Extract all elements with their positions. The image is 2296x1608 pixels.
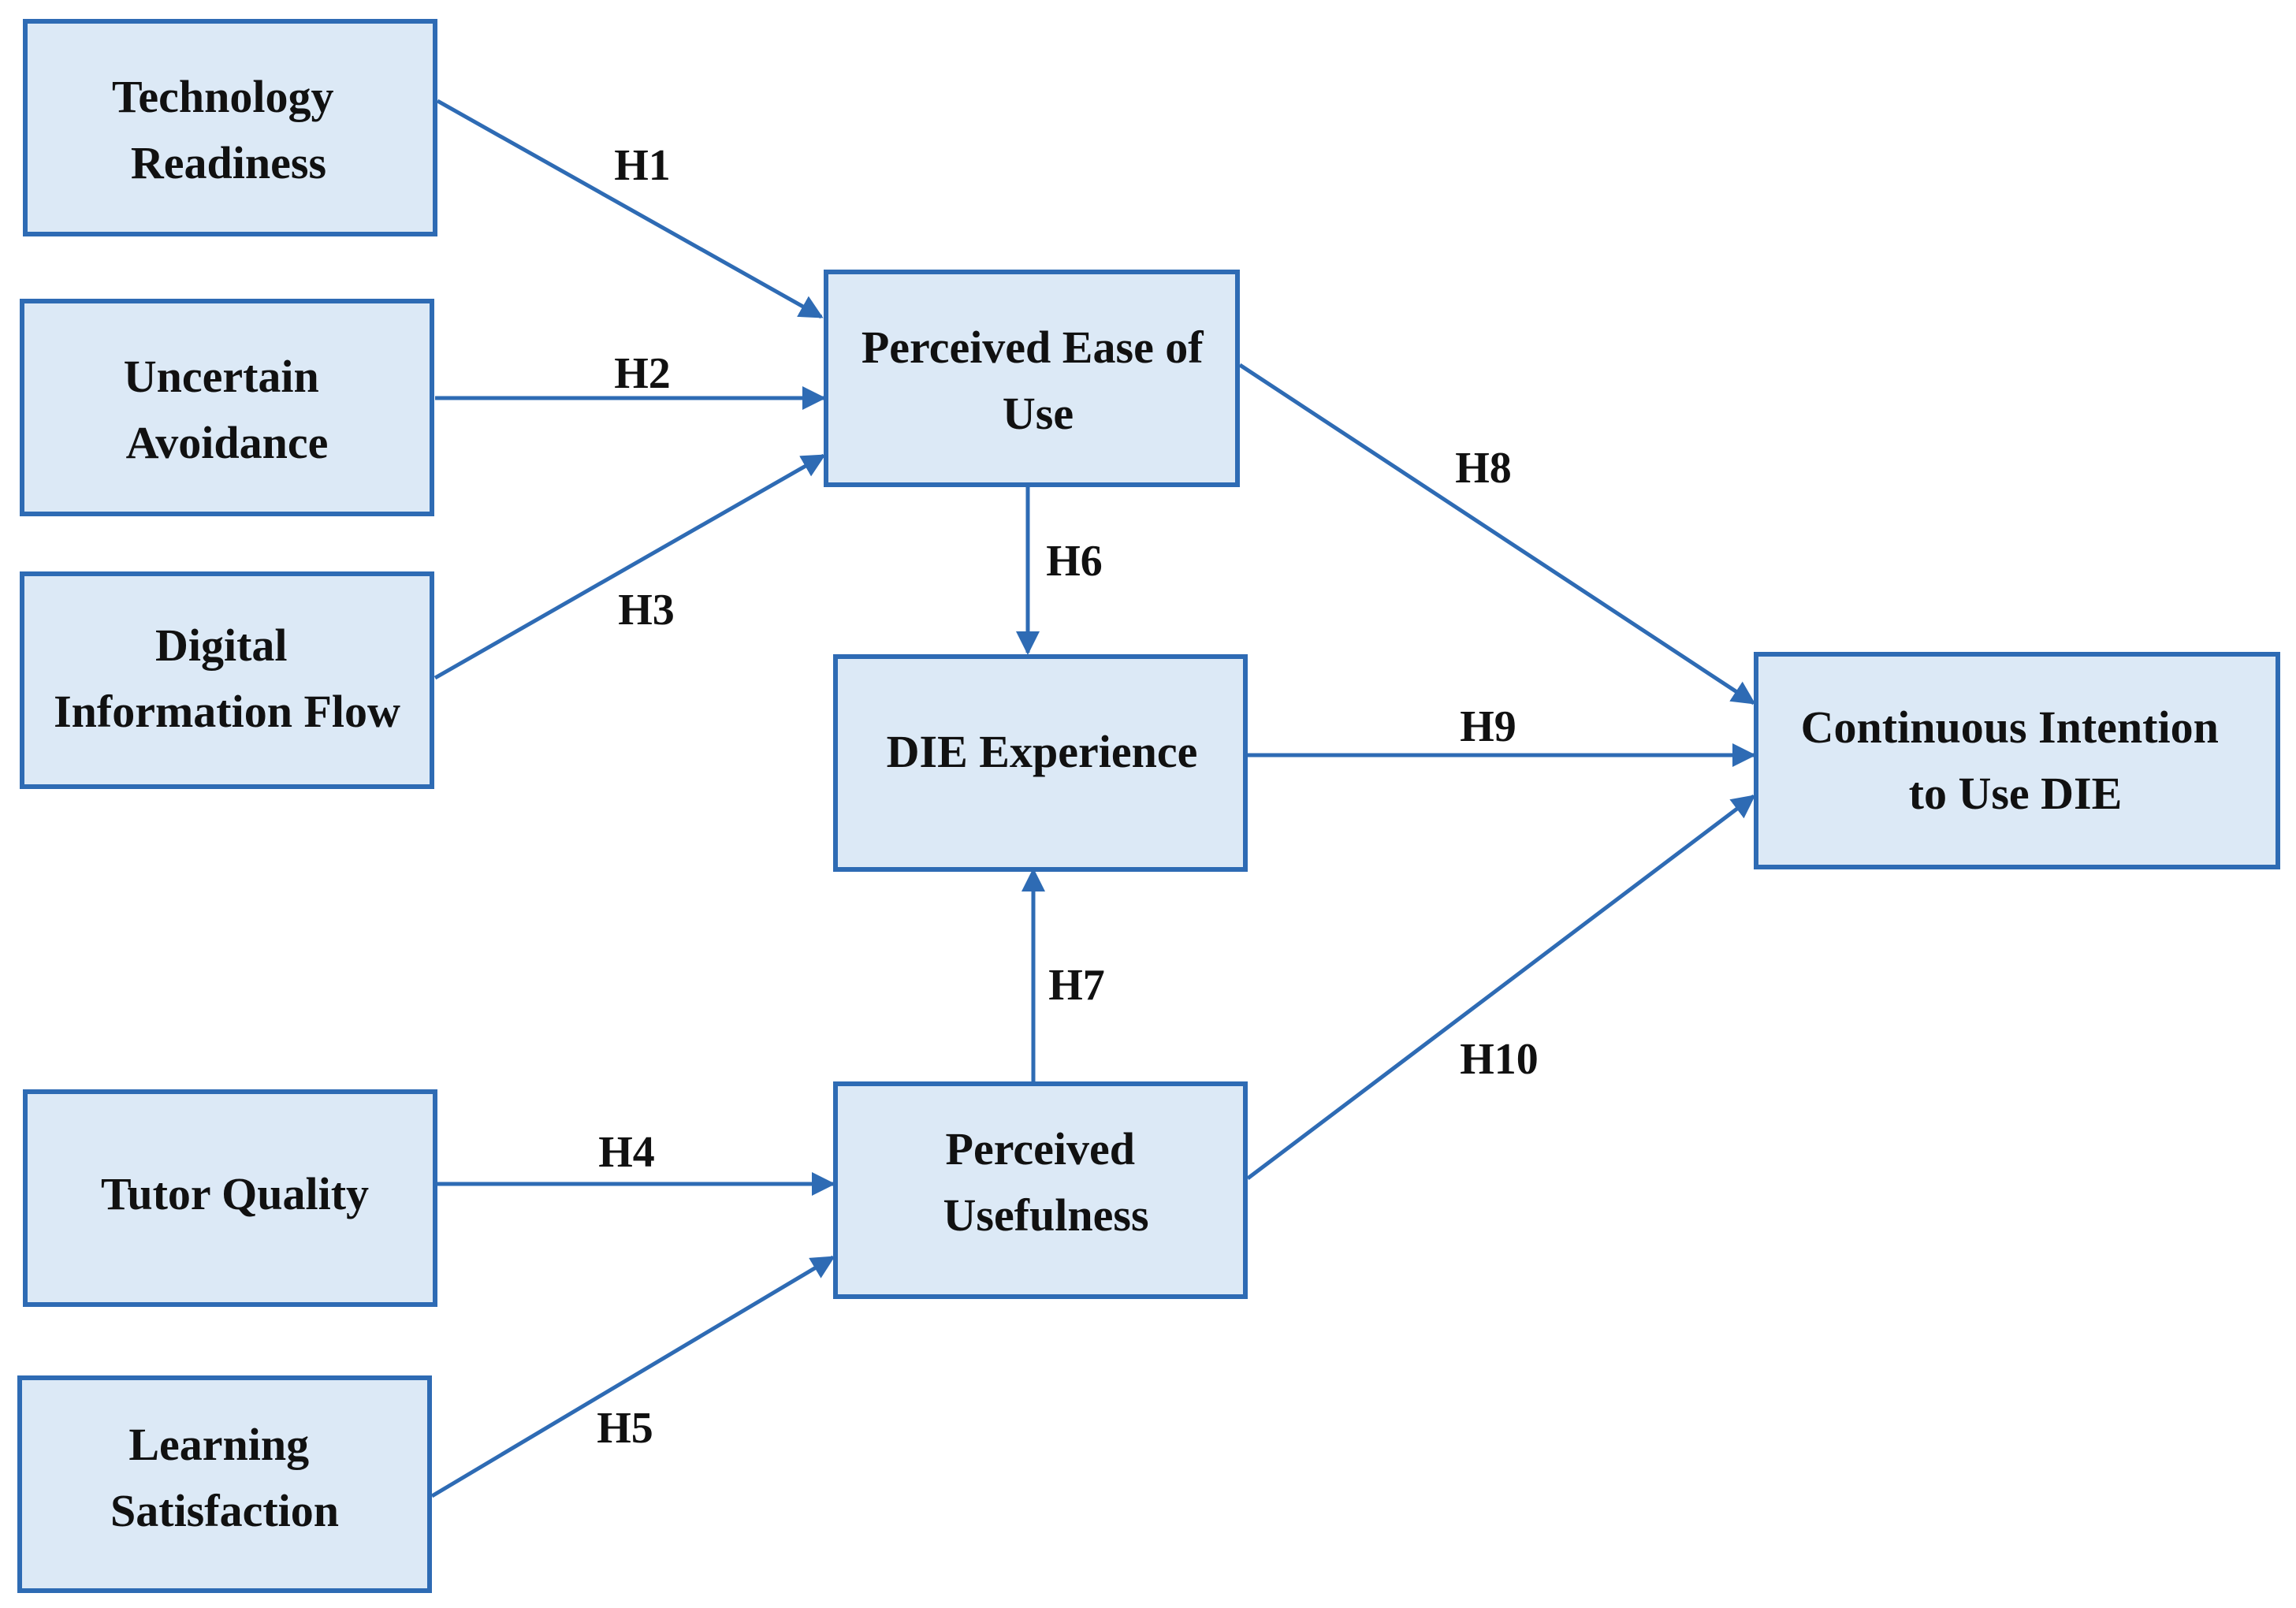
node-label-line: Use xyxy=(1003,388,1074,439)
node-continuous-intention: Continuous Intention to Use DIE xyxy=(1754,652,2280,869)
node-label-line: Technology xyxy=(112,71,333,122)
node-box xyxy=(833,1081,1248,1299)
node-label: Technology Readiness xyxy=(112,71,345,188)
arrow-h10 xyxy=(1246,795,1756,1180)
edge-label-h9: H9 xyxy=(1460,702,1516,751)
node-label-line: Perceived Ease of xyxy=(861,322,1204,373)
node-label: Learning Satisfaction xyxy=(110,1419,339,1536)
node-label: DIE Experience xyxy=(887,726,1198,777)
edge-h6: H6 xyxy=(1016,486,1103,655)
node-label-line: Avoidance xyxy=(126,417,329,468)
node-label: Tutor Quality xyxy=(101,1168,369,1219)
edge-h3: H3 xyxy=(434,453,826,680)
edge-h4: H4 xyxy=(437,1128,835,1196)
node-label-line: to Use DIE xyxy=(1909,768,2123,819)
node-label: Digital Information Flow xyxy=(54,620,400,737)
node-label-line: Digital xyxy=(155,620,288,671)
node-tutor-quality: Tutor Quality xyxy=(23,1089,437,1307)
edge-label-h8: H8 xyxy=(1455,444,1512,493)
edges: H1 H2 H3 H4 H5 H6 H7 H8 xyxy=(430,99,1756,1498)
node-label-line: Readiness xyxy=(131,137,326,188)
node-label-line: Tutor Quality xyxy=(101,1168,369,1219)
node-label-line: Satisfaction xyxy=(110,1485,339,1536)
node-label: Perceived Usefulness xyxy=(943,1123,1148,1241)
node-technology-readiness: Technology Readiness xyxy=(23,19,437,236)
node-learning-satisfaction: Learning Satisfaction xyxy=(17,1375,432,1593)
edge-h1: H1 xyxy=(436,99,824,319)
arrow-h1 xyxy=(436,99,824,319)
node-label: Continuous Intention to Use DIE xyxy=(1801,702,2231,819)
node-label: Perceived Ease of Use xyxy=(861,322,1215,439)
edge-h5: H5 xyxy=(430,1255,835,1498)
node-label-line: Perceived xyxy=(946,1123,1135,1174)
node-box xyxy=(824,270,1240,487)
edge-label-h7: H7 xyxy=(1048,961,1105,1010)
edge-h9: H9 xyxy=(1248,702,1756,767)
edge-h10: H10 xyxy=(1246,795,1756,1180)
node-box xyxy=(833,654,1248,872)
edge-label-h6: H6 xyxy=(1046,537,1103,586)
nodes: Technology Readiness Uncertain Avoidance… xyxy=(17,19,2280,1593)
node-die-experience: DIE Experience xyxy=(833,654,1248,872)
edge-h8: H8 xyxy=(1238,363,1756,705)
arrow-h3 xyxy=(434,453,826,680)
node-label: Uncertain Avoidance xyxy=(124,351,331,468)
node-box xyxy=(23,19,437,236)
node-label-line: Usefulness xyxy=(943,1189,1148,1241)
edge-label-h1: H1 xyxy=(614,141,671,190)
node-uncertain-avoidance: Uncertain Avoidance xyxy=(20,299,434,516)
edge-label-h3: H3 xyxy=(618,586,675,635)
edge-label-h10: H10 xyxy=(1460,1035,1539,1084)
edge-label-h5: H5 xyxy=(597,1404,653,1453)
node-box xyxy=(23,1089,437,1307)
edge-h2: H2 xyxy=(435,349,826,410)
node-box xyxy=(1754,652,2280,869)
arrow-h8 xyxy=(1238,363,1756,705)
edge-h7: H7 xyxy=(1021,868,1105,1081)
node-perceived-usefulness: Perceived Usefulness xyxy=(833,1081,1248,1299)
node-label-line: Learning xyxy=(128,1419,309,1470)
node-box xyxy=(20,299,434,516)
node-box xyxy=(17,1375,432,1593)
node-perceived-ease-of-use: Perceived Ease of Use xyxy=(824,270,1240,487)
edge-label-h4: H4 xyxy=(598,1128,655,1177)
node-label-line: DIE Experience xyxy=(887,726,1198,777)
edge-label-h2: H2 xyxy=(614,349,671,398)
node-label-line: Uncertain xyxy=(124,351,319,402)
node-box xyxy=(20,571,434,789)
node-label-line: Information Flow xyxy=(54,686,400,737)
node-digital-information-flow: Digital Information Flow xyxy=(20,571,434,789)
node-label-line: Continuous Intention xyxy=(1801,702,2219,753)
arrow-h5 xyxy=(430,1255,835,1498)
